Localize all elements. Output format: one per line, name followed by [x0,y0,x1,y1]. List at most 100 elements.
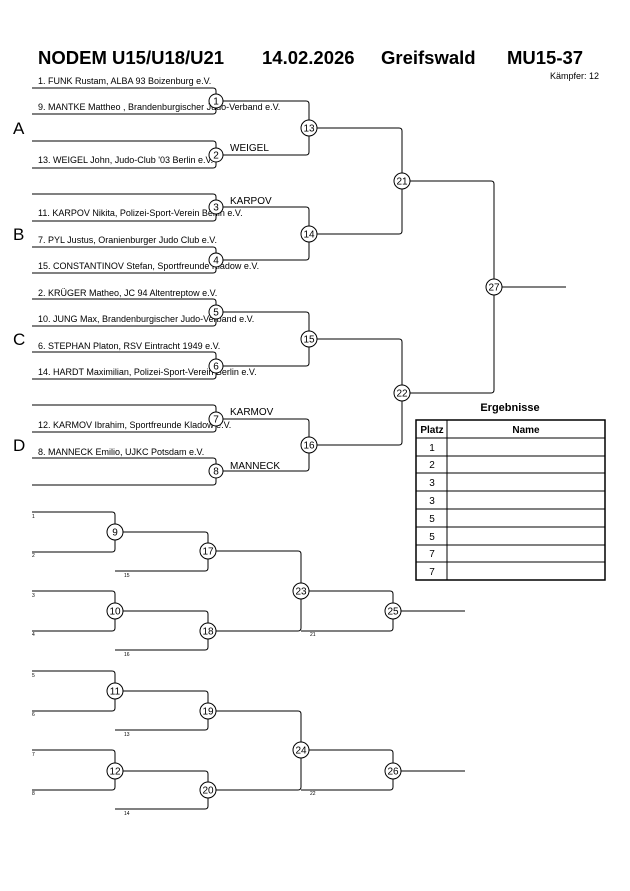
fight-circle-5: 5 [208,304,224,320]
fight-circle-1: 1 [208,93,224,109]
entry-funk: 1. FUNK Rustam, ALBA 93 Boizenburg e.V. [38,76,211,86]
rep-label-13: 13 [124,732,130,738]
fight-circle-21: 21 [393,172,411,190]
svg-text:27: 27 [488,283,500,294]
results-place: 3 [429,478,435,489]
svg-text:22: 22 [396,389,408,400]
results-col-name: Name [512,425,540,436]
results-col-place: Platz [420,425,443,436]
rep-label-21: 21 [310,632,316,638]
fight-circle-8: 8 [208,463,224,479]
entry-krueger: 2. KRÜGER Matheo, JC 94 Altentreptow e.V… [38,288,217,298]
fight-circle-3: 3 [208,199,224,215]
svg-text:6: 6 [213,362,219,373]
fight-circle-18: 18 [199,622,217,640]
winner-fight-3: KARPOV [230,196,272,207]
svg-text:14: 14 [303,230,315,241]
fight-circle-17: 17 [199,542,217,560]
rep-label-7: 7 [32,752,35,758]
entry-karpov: 11. KARPOV Nikita, Polizei-Sport-Verein … [38,208,243,218]
fight-circle-26: 26 [384,762,402,780]
event-location: Greifswald [381,47,476,68]
entry-stephan: 6. STEPHAN Platon, RSV Eintracht 1949 e.… [38,341,220,351]
results-place: 7 [429,567,435,578]
fight-circle-13: 13 [300,119,318,137]
results-place: 5 [429,514,435,525]
svg-text:10: 10 [109,607,121,618]
fight-circle-12: 12 [106,762,124,780]
fight-circle-6: 6 [208,358,224,374]
fight-circle-11: 11 [106,682,124,700]
rep-label-16: 16 [124,652,130,658]
fight-circle-22: 22 [393,384,411,402]
fight-circle-27: 27 [485,278,503,296]
winner-fight-2: WEIGEL [230,143,269,154]
svg-text:25: 25 [387,607,399,618]
results-place: 7 [429,549,435,560]
svg-text:16: 16 [303,441,315,452]
svg-text:26: 26 [387,767,399,778]
event-date: 14.02.2026 [262,47,355,68]
fight-circle-2: 2 [208,147,224,163]
repechage-lines-upper [32,511,465,651]
rep-label-6: 6 [32,712,35,718]
rep-label-14: 14 [124,811,130,817]
svg-text:12: 12 [109,767,121,778]
entry-weigel: 13. WEIGEL John, Judo-Club '03 Berlin e.… [38,155,213,165]
svg-text:21: 21 [396,177,408,188]
weight-category: MU15-37 [507,47,583,68]
results-title: Ergebnisse [480,402,539,414]
svg-text:9: 9 [112,528,118,539]
pool-label-d: D [13,436,25,455]
svg-text:20: 20 [202,786,214,797]
svg-text:4: 4 [213,256,219,267]
results-place: 5 [429,532,435,543]
svg-text:7: 7 [213,415,219,426]
entry-mantke: 9. MANTKE Mattheo , Brandenburgischer Ju… [38,102,280,112]
fight-circle-9: 9 [106,523,124,541]
fight-circle-7: 7 [208,411,224,427]
svg-text:24: 24 [295,746,307,757]
svg-text:23: 23 [295,587,307,598]
pool-label-a: A [13,119,25,138]
rep-label-22: 22 [310,791,316,797]
fight-circle-16: 16 [300,436,318,454]
pool-label-b: B [13,225,24,244]
rep-label-1: 1 [32,514,35,520]
svg-text:1: 1 [213,97,219,108]
results-place: 2 [429,460,435,471]
svg-text:19: 19 [202,707,214,718]
svg-text:8: 8 [213,467,219,478]
rep-label-15: 15 [124,573,130,579]
svg-text:5: 5 [213,308,219,319]
rep-label-5: 5 [32,673,35,679]
rep-label-2: 2 [32,553,35,559]
svg-text:2: 2 [213,151,219,162]
svg-text:3: 3 [213,203,219,214]
fighters-count: Kämpfer: 12 [550,71,599,81]
pool-label-c: C [13,330,25,349]
winner-fight-8: MANNECK [230,461,280,472]
entry-jung: 10. JUNG Max, Brandenburgischer Judo-Ver… [38,314,254,324]
fight-circle-4: 4 [208,252,224,268]
rep-label-4: 4 [32,632,35,638]
repechage-lines-lower [32,670,465,810]
fight-circle-25: 25 [384,602,402,620]
fight-circle-23: 23 [292,582,310,600]
entry-constantinov: 15. CONSTANTINOV Stefan, Sportfreunde Kl… [38,261,259,271]
fight-circle-24: 24 [292,741,310,759]
svg-text:13: 13 [303,124,315,135]
svg-text:17: 17 [202,547,214,558]
rep-label-8: 8 [32,791,35,797]
fight-circle-10: 10 [106,602,124,620]
entry-manneck: 8. MANNECK Emilio, UJKC Potsdam e.V. [38,447,204,457]
svg-text:15: 15 [303,335,315,346]
entry-pyl: 7. PYL Justus, Oranienburger Judo Club e… [38,235,217,245]
svg-text:11: 11 [110,687,121,698]
entry-hardt: 14. HARDT Maximilian, Polizei-Sport-Vere… [38,367,257,377]
fight-circle-19: 19 [199,702,217,720]
results-place: 1 [429,443,435,454]
fight-circle-14: 14 [300,225,318,243]
